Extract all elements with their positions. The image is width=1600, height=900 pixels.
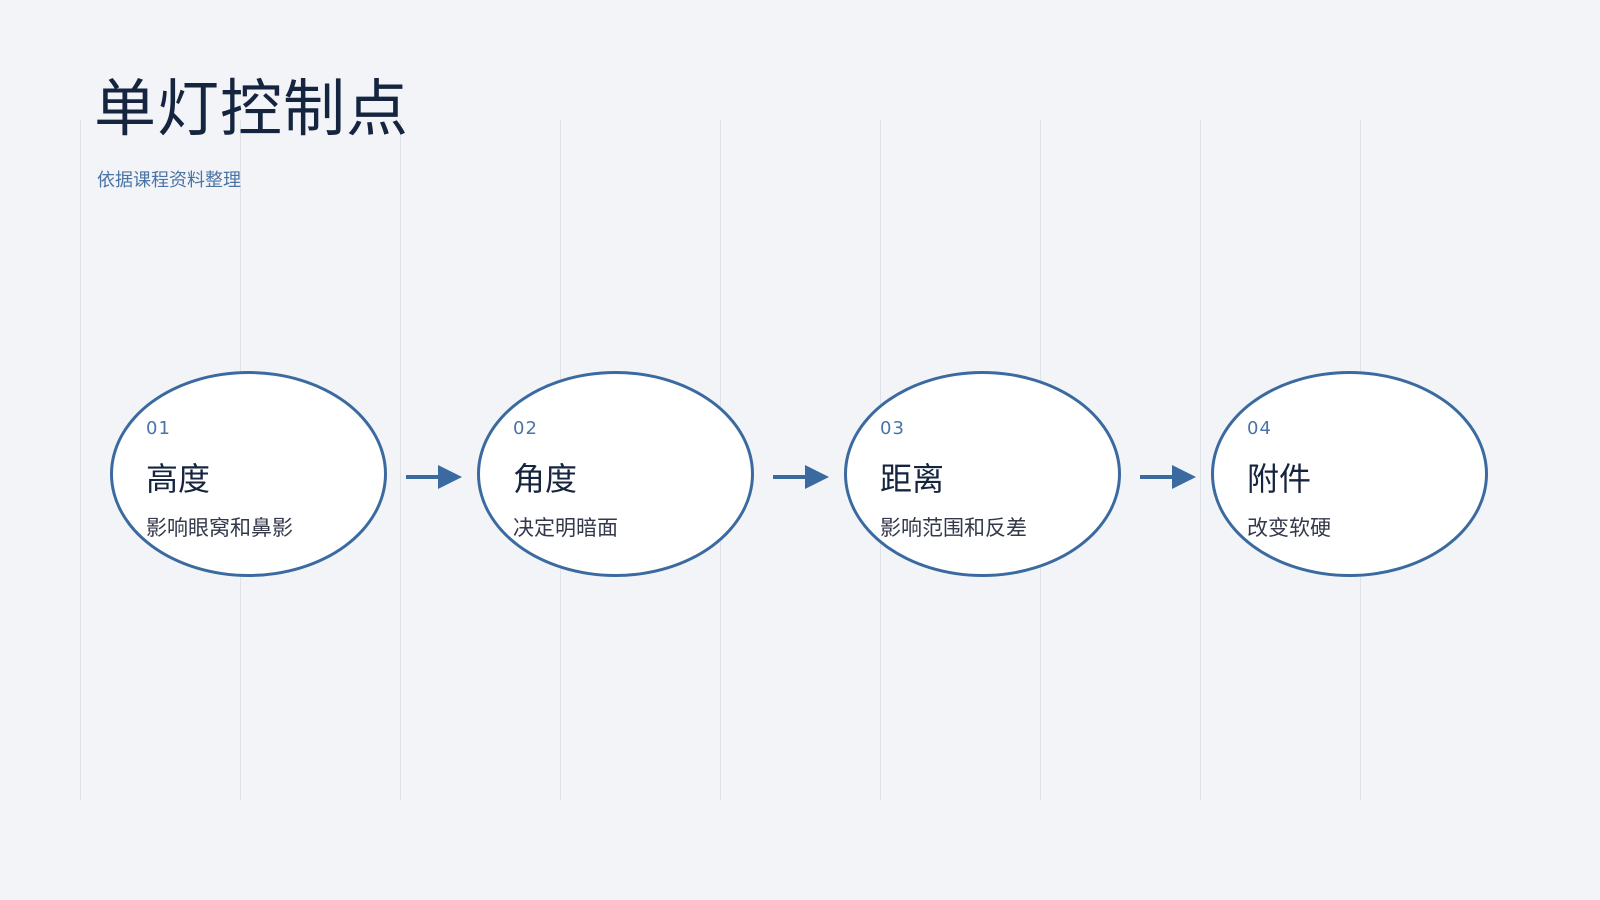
arrow-right-icon bbox=[773, 465, 829, 489]
page-subtitle: 依据课程资料整理 bbox=[97, 170, 241, 191]
step-node-height: 01 高度 影响眼窝和鼻影 bbox=[110, 371, 387, 577]
process-flow: 01 高度 影响眼窝和鼻影 02 角度 决定明暗面 03 距离 影响范围和反差 … bbox=[110, 371, 1490, 581]
step-title: 附件 bbox=[1247, 460, 1312, 498]
step-description: 改变软硬 bbox=[1247, 516, 1331, 540]
grid-line bbox=[400, 120, 401, 800]
arrow-right-icon bbox=[406, 465, 462, 489]
arrow-right-icon bbox=[1140, 465, 1196, 489]
step-node-angle: 02 角度 决定明暗面 bbox=[477, 371, 754, 577]
grid-line bbox=[80, 120, 81, 800]
step-node-attachment: 04 附件 改变软硬 bbox=[1211, 371, 1488, 577]
step-title: 角度 bbox=[513, 460, 578, 498]
step-number: 03 bbox=[880, 418, 905, 439]
step-number: 04 bbox=[1247, 418, 1272, 439]
page-title: 单灯控制点 bbox=[94, 72, 410, 145]
step-description: 决定明暗面 bbox=[513, 516, 618, 540]
step-description: 影响眼窝和鼻影 bbox=[146, 516, 293, 540]
step-node-distance: 03 距离 影响范围和反差 bbox=[844, 371, 1121, 577]
step-title: 距离 bbox=[880, 460, 945, 498]
step-number: 02 bbox=[513, 418, 538, 439]
step-title: 高度 bbox=[146, 460, 211, 498]
step-description: 影响范围和反差 bbox=[880, 516, 1027, 540]
step-number: 01 bbox=[146, 418, 171, 439]
grid-line bbox=[1200, 120, 1201, 800]
